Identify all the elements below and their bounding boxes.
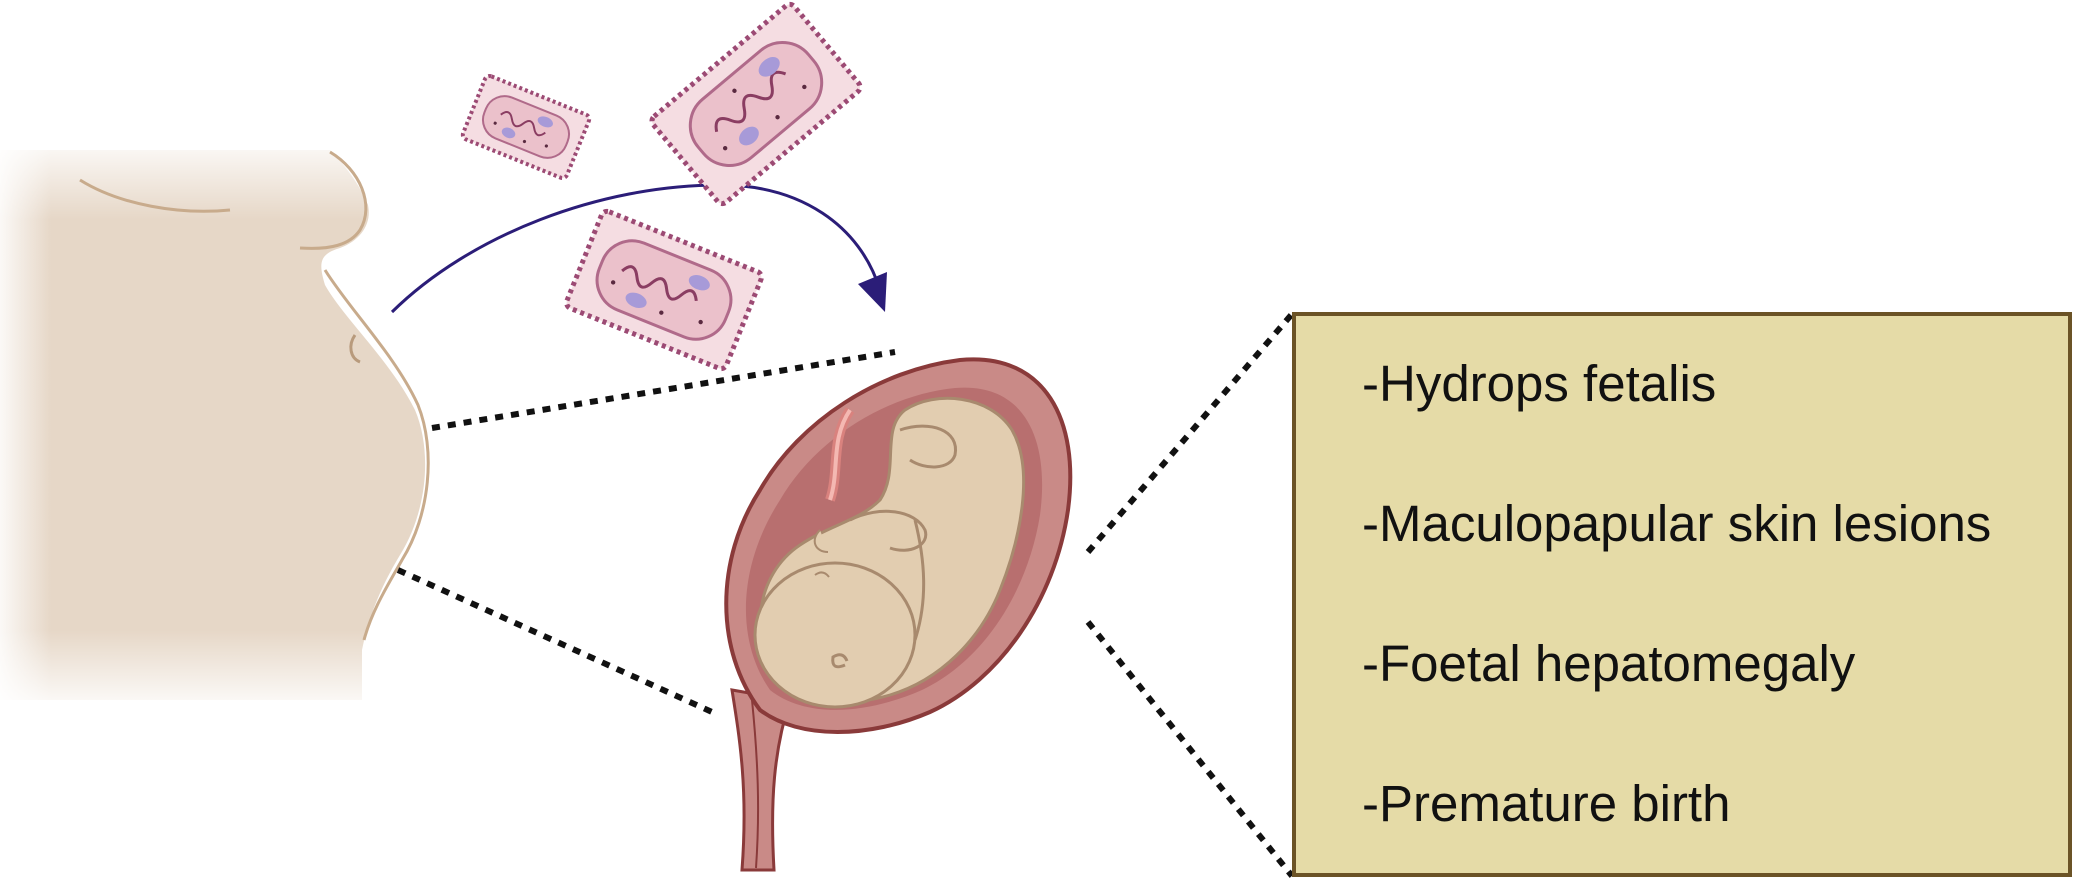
arrow-head (858, 272, 887, 312)
bacterium-cell-icon (460, 74, 592, 180)
outcome-hydrops-fetalis: -Hydrops fetalis (1362, 355, 1717, 412)
outcome-hepatomegaly: -Foetal hepatomegaly (1362, 635, 1856, 692)
zoom-line-box-lower (1085, 620, 1295, 878)
pregnant-woman-silhouette-icon (0, 140, 430, 710)
zoom-line-upper (431, 349, 896, 431)
zoom-line-box-upper (1085, 312, 1295, 554)
uterus-with-fetus-icon (724, 357, 1073, 872)
bacterium-cell-icon (649, 1, 863, 207)
curved-arrow-icon (390, 183, 882, 314)
outcome-premature-birth: -Premature birth (1362, 775, 1731, 832)
clinical-outcomes-box: -Hydrops fetalis -Maculopapular skin les… (1292, 312, 2072, 877)
outcome-skin-lesions: -Maculopapular skin lesions (1362, 495, 1992, 552)
zoom-line-lower (396, 567, 714, 715)
bacterium-cell-icon (564, 208, 764, 372)
